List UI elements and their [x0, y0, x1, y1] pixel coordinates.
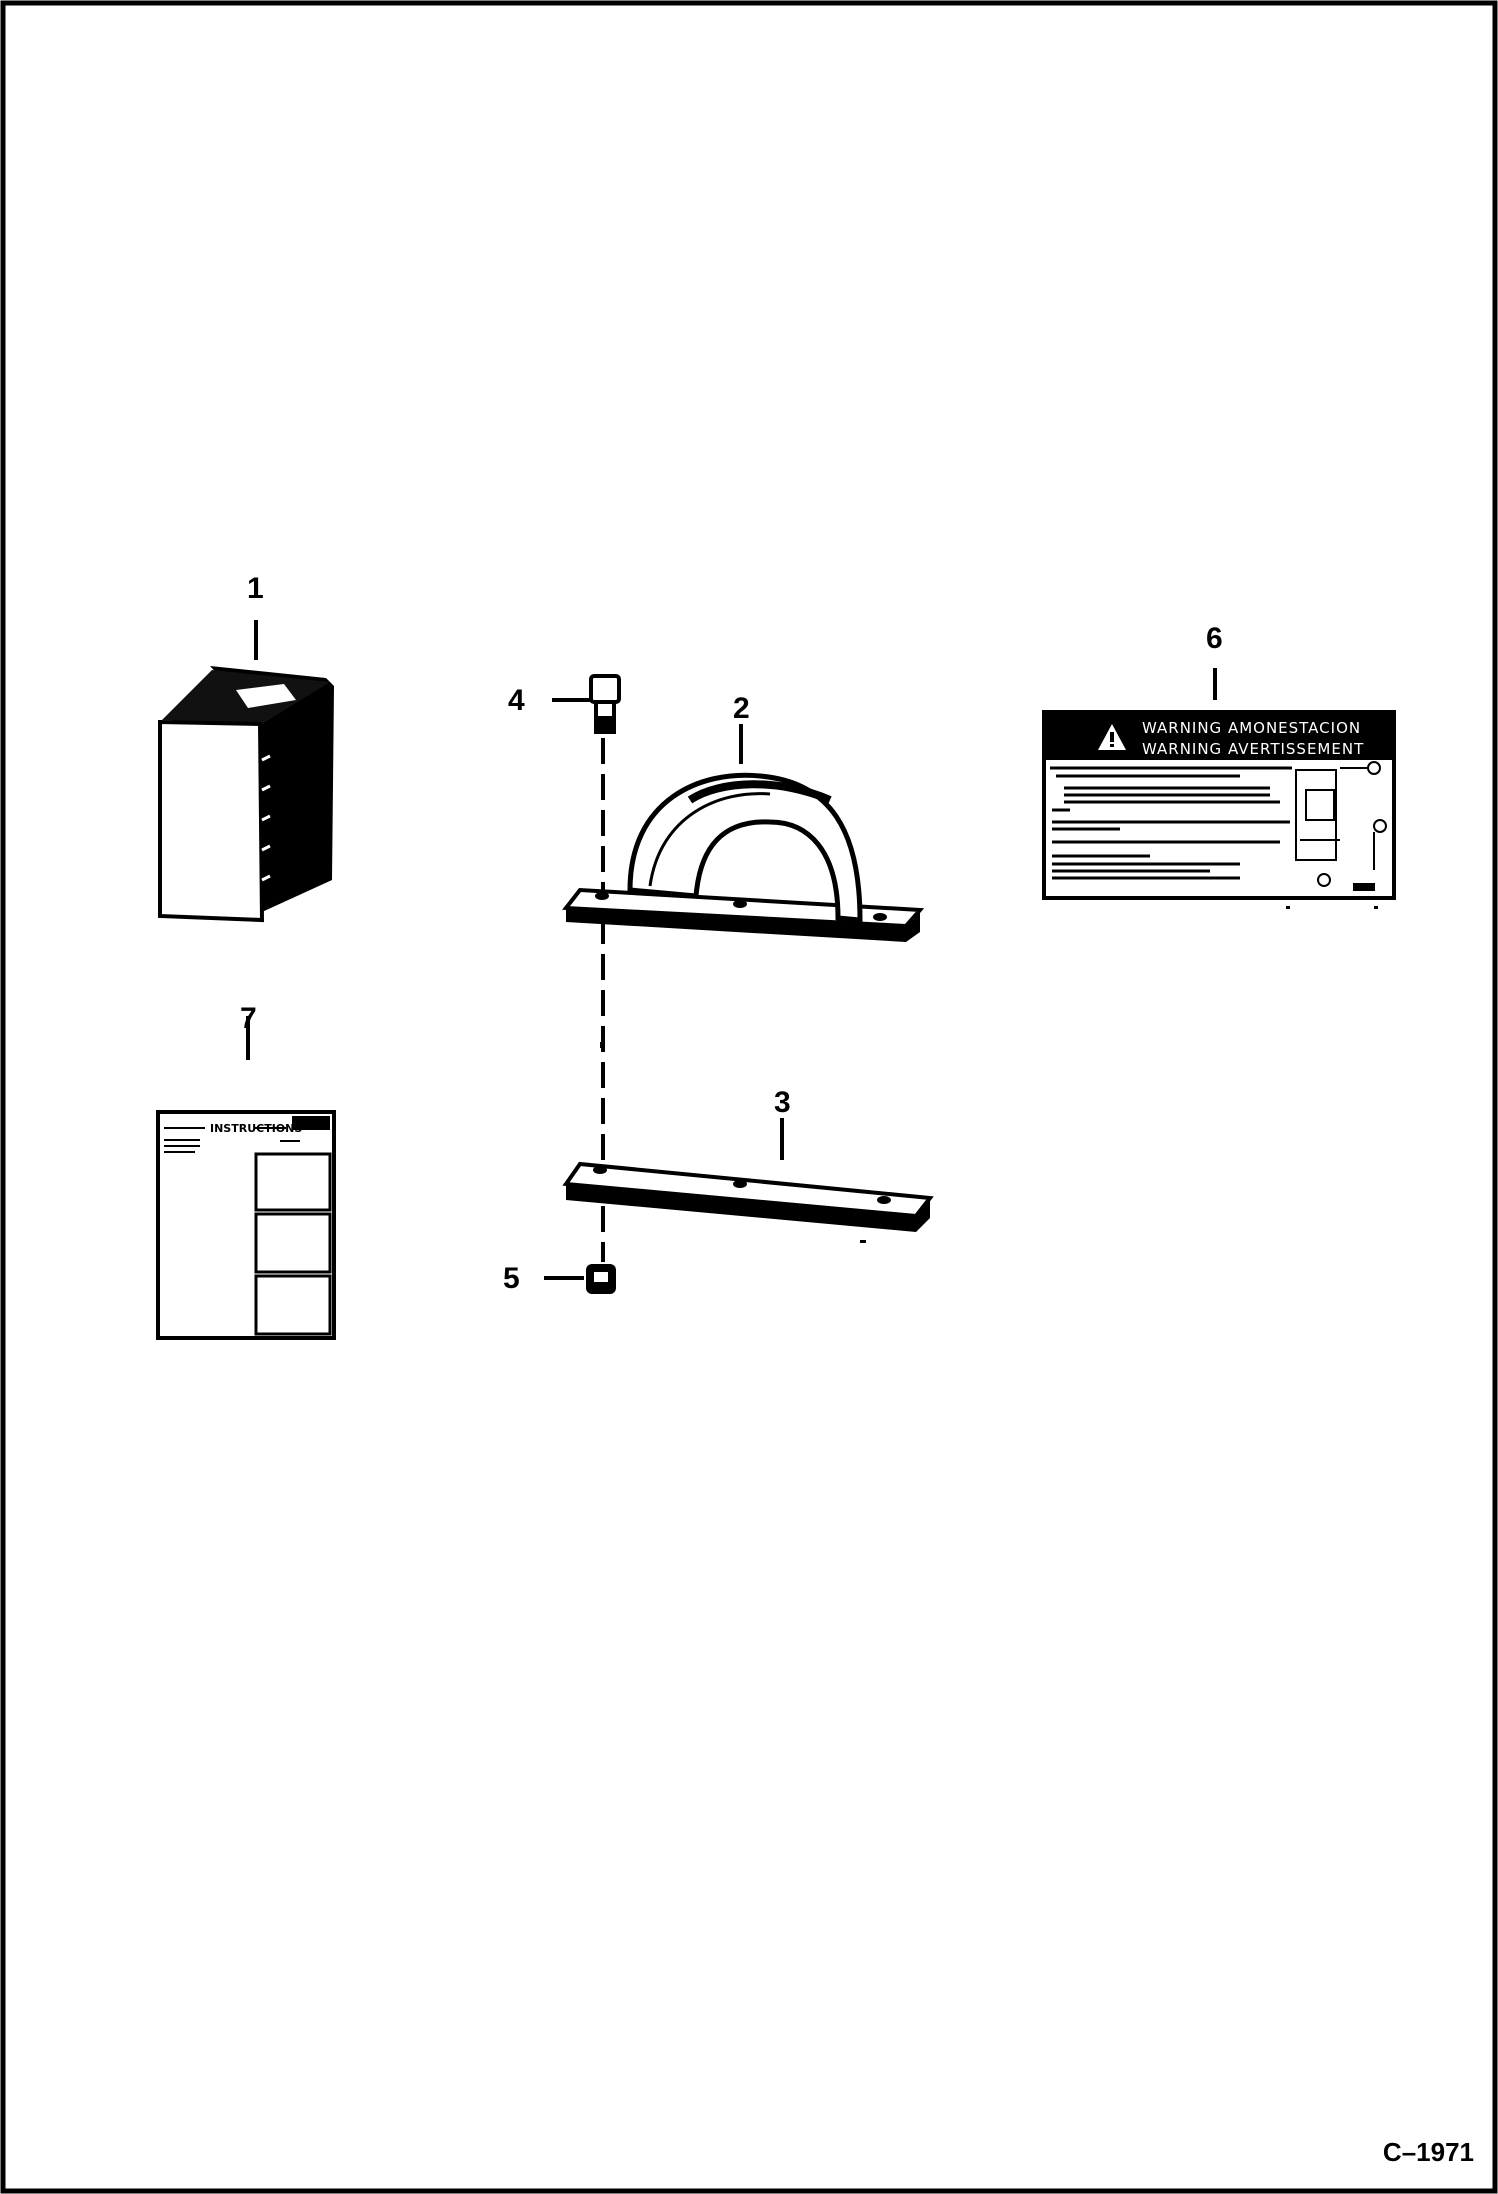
part-2-arch-bracket: [562, 724, 925, 942]
figure-id: C–1971: [1382, 2137, 1474, 2167]
part-5-nut: [544, 1264, 616, 1294]
callout-3: 3: [774, 1086, 791, 1119]
part-3-flat-bar: [562, 1118, 934, 1232]
part-6-warning-decal: WARNING AMONESTACION WARNING AVERTISSEME…: [1042, 668, 1396, 909]
part-1-carton: [158, 620, 334, 923]
callout-7: 7: [240, 1002, 257, 1035]
speck: [600, 1042, 604, 1048]
callout-4: 4: [508, 684, 525, 717]
callout-2: 2: [733, 692, 750, 725]
callout-5: 5: [503, 1262, 520, 1295]
speck: [860, 1240, 866, 1243]
decal-line-2: WARNING AVERTISSEMENT: [1142, 740, 1364, 758]
part-7-instructions-sheet: INSTRUCTIONS: [156, 1016, 336, 1340]
decal-line-1: WARNING AMONESTACION: [1142, 719, 1361, 737]
callout-1: 1: [247, 572, 264, 605]
callout-6: 6: [1206, 622, 1223, 655]
part-4-bolt: [552, 674, 621, 734]
